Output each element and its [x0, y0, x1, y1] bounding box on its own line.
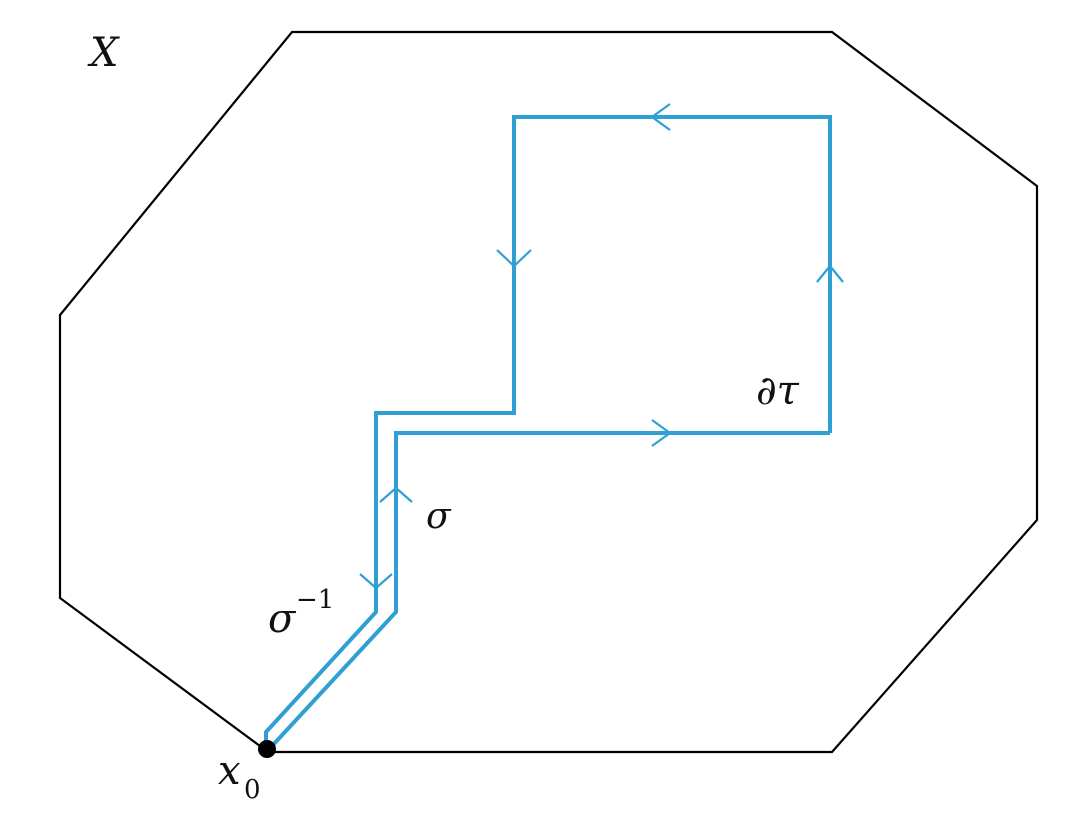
label-boundary-tau: ∂τ — [756, 368, 800, 414]
label-base-point: x — [218, 748, 241, 794]
arrow-sigma-inverse-down — [359, 573, 393, 590]
label-base-point-subscript: 0 — [244, 775, 261, 805]
arrow-right-up — [816, 264, 844, 283]
label-space-x: X — [87, 30, 120, 76]
label-sigma-inverse-exponent: −1 — [296, 585, 334, 615]
loop-path-inner — [270, 431, 830, 748]
arrow-sigma-up — [379, 486, 413, 503]
base-point — [258, 740, 276, 758]
direction-arrows — [359, 103, 844, 590]
space-outline — [58, 30, 1039, 754]
label-sigma: σ — [426, 496, 452, 537]
arrow-bottom-right — [651, 419, 672, 447]
loop-path-outer — [264, 115, 832, 746]
label-sigma-inverse: σ — [268, 596, 297, 642]
arrow-left-down — [496, 249, 532, 268]
arrow-top-left — [650, 103, 671, 131]
